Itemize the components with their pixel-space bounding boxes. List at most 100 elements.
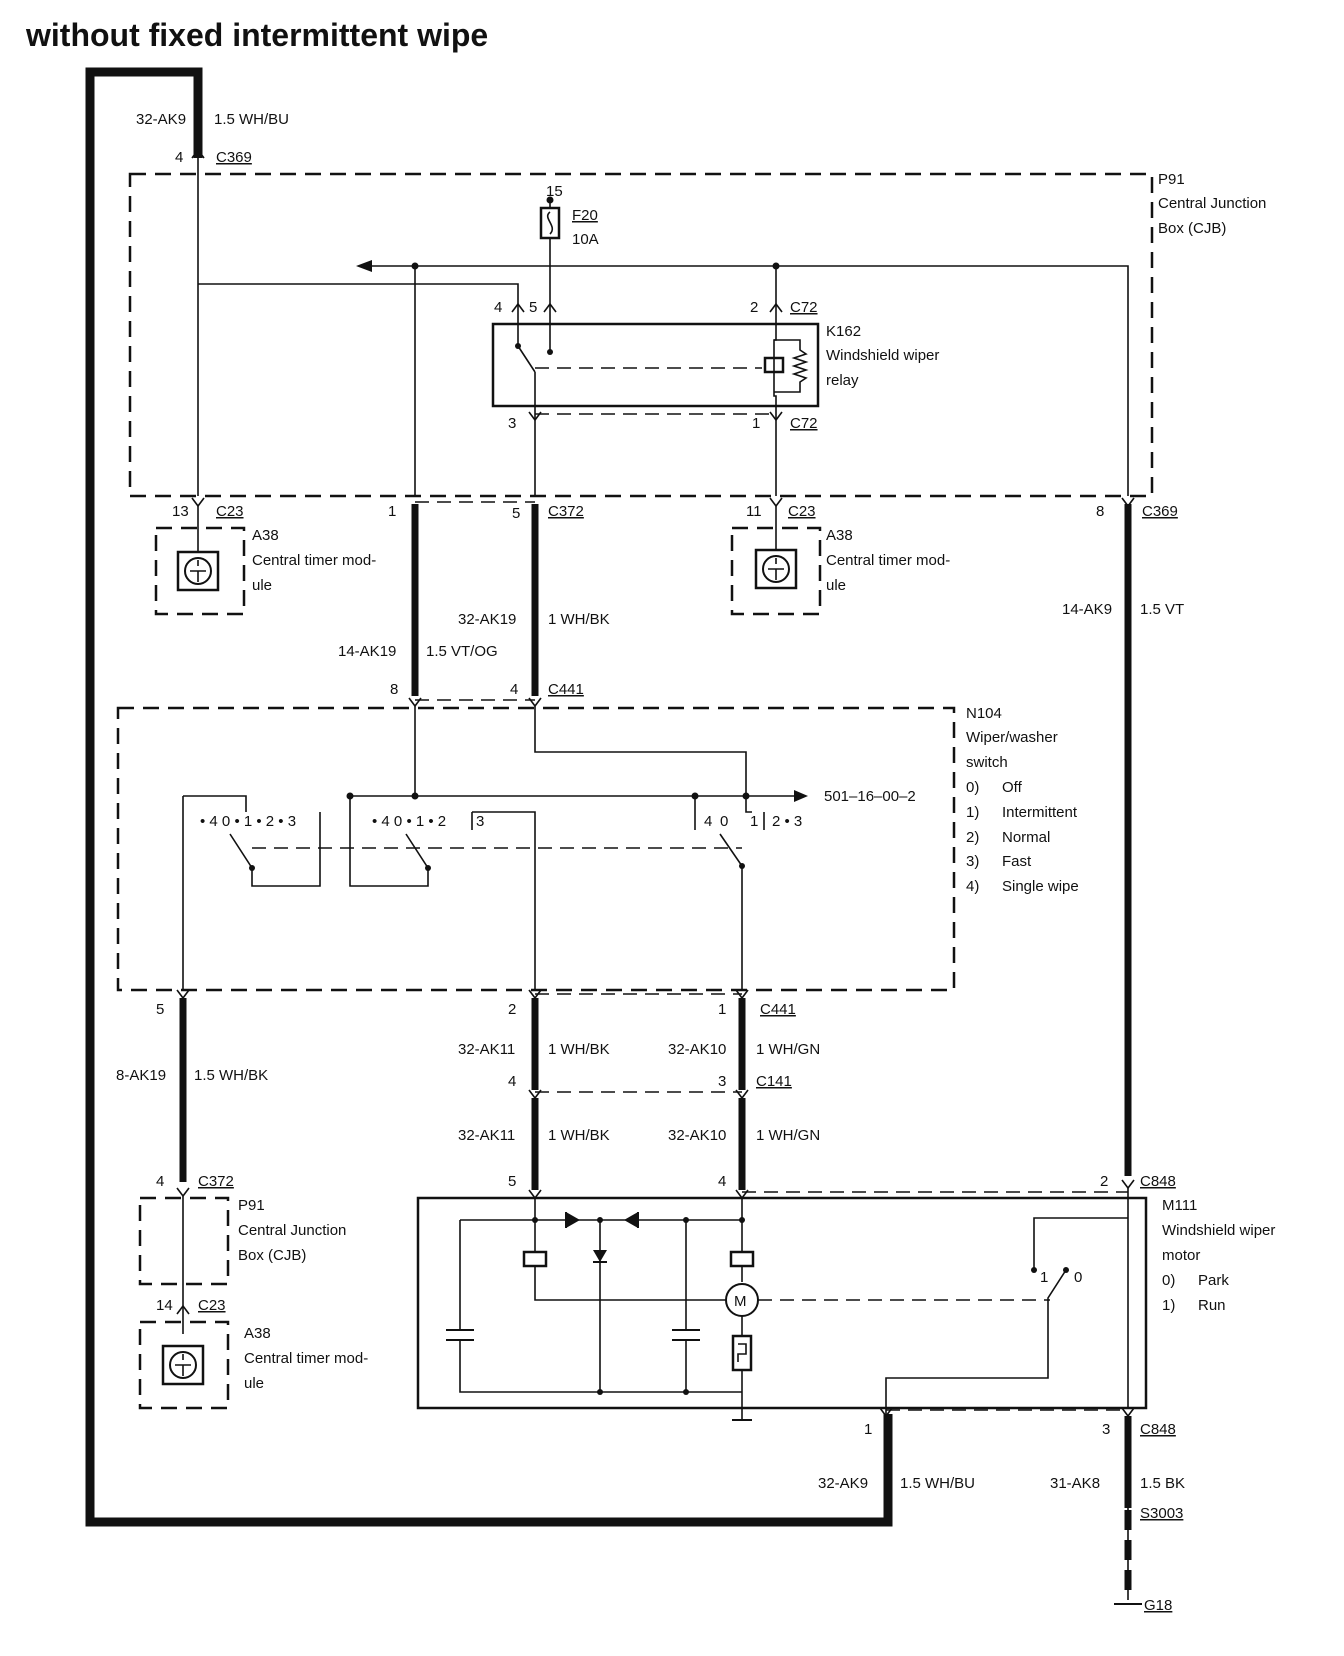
diode-icon [593, 1250, 607, 1262]
switch-n104-box [116, 706, 956, 992]
connector-c23-right: C23 [788, 503, 816, 520]
motor-line1: Windshield wiper [1162, 1222, 1275, 1239]
wire-relay4-feed [198, 283, 519, 306]
pin-label: 5 [512, 505, 520, 522]
wire-label-code: 32-AK9 [136, 111, 186, 128]
motor-id: M111 [1162, 1197, 1197, 1214]
wire-label-spec: 1 WH/BK [548, 611, 610, 628]
connector-c369-right: C369 [1142, 503, 1178, 520]
thermal-cutout-icon [731, 1334, 753, 1372]
motor-coil-icon [522, 1250, 548, 1268]
park-switch-0: 0 [1074, 1269, 1082, 1286]
connector-c441-bottom: C441 [760, 1001, 796, 1018]
park-switch-1: 1 [1040, 1269, 1048, 1286]
relay-pin2: 2 [750, 299, 758, 316]
motor-pos-num: 1) [1162, 1297, 1175, 1314]
wire-label-spec: 1 WH/BK [548, 1041, 610, 1058]
pin-label: 8 [390, 681, 398, 698]
cjb-top-box [128, 172, 1154, 498]
wire-label-code: 32-AK11 [458, 1041, 515, 1058]
cjb-line1: Central Junction [1158, 195, 1266, 212]
relay-pin1: 1 [752, 415, 760, 432]
capacitor-icon [446, 1329, 474, 1341]
wire-label-code: 32-AK10 [668, 1041, 726, 1058]
switch-pos-label: Intermittent [1002, 804, 1078, 821]
cjb-line2: Box (CJB) [1158, 220, 1226, 237]
cjb-low-box [138, 1196, 230, 1286]
motor-pos-label: Park [1198, 1272, 1229, 1289]
bus-arrow-icon [356, 260, 372, 272]
relay-pin3: 3 [508, 415, 516, 432]
fuse-rating: 10A [572, 231, 599, 248]
timer-id: A38 [826, 527, 853, 544]
pin-label: 1 [388, 503, 396, 520]
motor-m111-box [416, 1196, 1148, 1410]
fuse-pin: 15 [546, 183, 563, 200]
motor-symbol: M [734, 1293, 747, 1310]
cjb-id: P91 [238, 1197, 265, 1214]
pin-label: 1 [718, 1001, 726, 1018]
ref-arrow-icon [794, 790, 808, 802]
connector-c848-bottom: C848 [1140, 1421, 1176, 1438]
switch-contacts: • 4 0 • 1 • 2 [372, 813, 446, 830]
wire-label-spec: 1.5 BK [1140, 1475, 1185, 1492]
timer-line1: Central timer mod- [252, 552, 376, 569]
pin-label: 1 [864, 1421, 872, 1438]
wire-label-spec: 1 WH/GN [756, 1127, 820, 1144]
connector-c72: C72 [790, 299, 818, 316]
timer-line2: ule [252, 577, 272, 594]
pin-label: 11 [746, 503, 762, 520]
timer-line1: Central timer mod- [244, 1350, 368, 1367]
switch-contacts: 4 [704, 813, 712, 830]
wire-label-spec: 1.5 WH/BU [900, 1475, 975, 1492]
pin-label: 5 [156, 1001, 164, 1018]
pin-label: 2 [508, 1001, 516, 1018]
pin-label: 3 [1102, 1421, 1110, 1438]
pin-label: 5 [508, 1173, 516, 1190]
switch-contacts: 0 [720, 813, 728, 830]
pin-label: 4 [718, 1173, 726, 1190]
relay-pin4: 4 [494, 299, 502, 316]
connector-c23-low: C23 [198, 1297, 226, 1314]
pin-label: 4 [175, 149, 183, 166]
wire-label-code: 32-AK19 [458, 611, 516, 628]
relay-line2: relay [826, 372, 859, 389]
relay-k162-box [491, 322, 820, 408]
diode-icon [624, 1212, 638, 1228]
connector-c848: C848 [1140, 1173, 1176, 1190]
pin-label: 4 [508, 1073, 516, 1090]
wire-label-spec: 1.5 WH/BU [214, 111, 289, 128]
switch-line2: switch [966, 754, 1008, 771]
connector-label: C369 [216, 149, 252, 166]
timer-module-box [154, 526, 246, 616]
switch-pos-label: Fast [1002, 853, 1032, 870]
capacitor-icon [672, 1329, 700, 1341]
relay-pin5: 5 [529, 299, 537, 316]
pin-label: 8 [1096, 503, 1104, 520]
wire-label-code: 8-AK19 [116, 1067, 166, 1084]
switch-contacts: 2 • 3 [772, 813, 802, 830]
timer-id: A38 [252, 527, 279, 544]
wire-label-code: 32-AK9 [818, 1475, 868, 1492]
wire-label-code: 14-AK9 [1062, 601, 1112, 618]
connector-c141: C141 [756, 1073, 792, 1090]
switch-pos-label: Normal [1002, 829, 1050, 846]
timer-module-box [138, 1320, 230, 1410]
cjb-line1: Central Junction [238, 1222, 346, 1239]
wire-label-code: 31-AK8 [1050, 1475, 1100, 1492]
motor-pos-label: Run [1198, 1297, 1226, 1314]
wire-label-spec: 1.5 WH/BK [194, 1067, 268, 1084]
pin-label: 3 [718, 1073, 726, 1090]
relay-id: K162 [826, 323, 861, 340]
switch-pos-label: Off [1002, 779, 1023, 796]
splice-label: S3003 [1140, 1505, 1183, 1522]
motor-line2: motor [1162, 1247, 1200, 1264]
switch-id: N104 [966, 705, 1002, 722]
switch-line1: Wiper/washer [966, 729, 1058, 746]
wire-bus-top [366, 265, 1129, 496]
wire-label-spec: 1.5 VT/OG [426, 643, 498, 660]
pin-label: 13 [172, 503, 189, 520]
connector-c372-low: C372 [198, 1173, 234, 1190]
cjb-line2: Box (CJB) [238, 1247, 306, 1264]
